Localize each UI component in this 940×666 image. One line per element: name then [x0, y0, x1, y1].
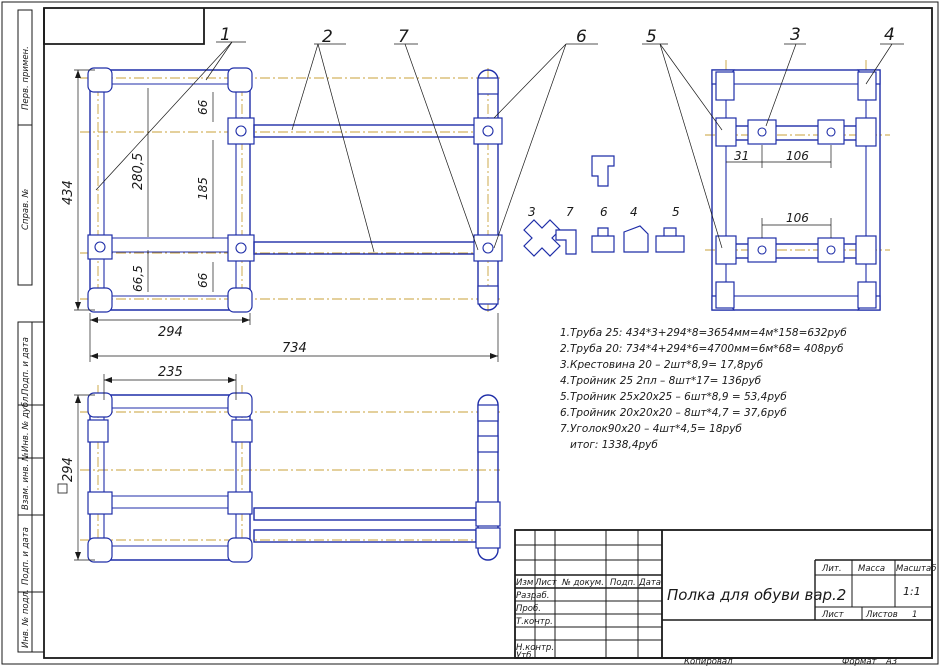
dim-280-5: 280,5 [131, 153, 146, 190]
tb-nkontr: Н.контр. [516, 643, 554, 653]
fitting-label-6: 6 [600, 205, 608, 219]
fitting-tee-20-icon [591, 227, 615, 253]
fitting-elbow-icon [555, 229, 577, 255]
callout-1: 1 [220, 25, 231, 45]
callout-6: 6 [576, 27, 587, 47]
callout-4: 4 [884, 25, 895, 45]
tb-tkontr: Т.контр. [516, 617, 553, 627]
bom-line-6: 6.Тройник 20х20х20 – 8шт*4,7 = 37,6руб [560, 407, 787, 419]
title-block: Изм Лист № докум. Подп. Дата Разраб. Про… [514, 529, 936, 666]
format-label: Формат [842, 657, 878, 666]
callout-7: 7 [398, 27, 409, 47]
tb-prov: Проб. [516, 604, 541, 614]
dim-106-bottom: 106 [786, 211, 809, 225]
square-symbol-icon [57, 483, 68, 494]
dim-66-5: 66,5 [131, 265, 145, 292]
stamp-podp-data-2: Подп. и дата [21, 527, 31, 585]
bom-line-7: 7.Уголок90х20 – 4шт*4,5= 18руб [560, 423, 742, 435]
callout-3: 3 [790, 25, 801, 45]
drawing-title: Полка для обуви вар.2 [667, 586, 846, 604]
tb-doc: № докум. [561, 578, 604, 588]
fitting-label-4: 4 [630, 205, 638, 219]
left-stamp-strip: Перв. примен. Справ. № Подп. и дата Инв.… [17, 9, 45, 653]
tb-list: Лист [534, 578, 558, 588]
dim-185: 185 [196, 177, 210, 200]
dim-294: 294 [158, 325, 183, 340]
tb-lit: Лит. [821, 564, 842, 574]
top-left-stamp [43, 8, 205, 45]
bill-of-materials: 1.Труба 25: 434*3+294*8=3654мм=4м*158=63… [560, 327, 847, 451]
dim-66-bottom: 66 [196, 272, 210, 288]
fitting-label-3: 3 [528, 205, 536, 219]
tb-izm: Изм [516, 578, 534, 588]
dim-31: 31 [734, 149, 749, 163]
dim-106-top: 106 [786, 149, 809, 163]
fitting-details: 3 7 6 4 5 [523, 155, 685, 257]
tb-razrab: Разраб. [516, 591, 549, 601]
tb-scale-value: 1:1 [903, 585, 921, 598]
fitting-tee-reduce-icon [655, 227, 685, 253]
tb-sheets-total: 1 [912, 610, 917, 620]
tb-sign: Подп. [610, 578, 636, 588]
callout-5: 5 [646, 27, 657, 47]
stamp-sprav-no: Справ. № [21, 188, 31, 230]
fitting-cross-icon [523, 219, 561, 257]
tb-scale-hdr: Масштаб [896, 564, 936, 574]
side-view: 31 106 106 [642, 43, 904, 311]
bom-line-5: 5.Тройник 25х20х25 – 6шт*8,9 = 53,4руб [560, 391, 787, 403]
tb-date: Дата [638, 578, 661, 588]
format-value: А3 [885, 657, 897, 666]
tb-utv: Утб. [516, 651, 534, 661]
fitting-label-5: 5 [672, 205, 680, 219]
bom-line-4: 4.Тройник 25 2пл – 8шт*17= 136руб [560, 375, 762, 387]
bom-total: итог: 1338,4руб [570, 439, 658, 451]
copied-label: Копировал [684, 657, 733, 666]
tb-sheets-label: Листов [865, 610, 898, 620]
dim-66-top: 66 [196, 99, 210, 115]
stamp-inv-podl: Инв. № подл. [21, 589, 31, 648]
front-view: 434 280,5 66 185 66 66,5 294 734 [61, 41, 598, 362]
dim-235: 235 [158, 365, 183, 380]
dim-434: 434 [61, 180, 76, 205]
stamp-perv-primen: Перв. примен. [21, 46, 31, 110]
callout-2: 2 [322, 27, 333, 47]
top-view: 235 294 [57, 365, 501, 565]
stamp-inv-dubl: Инв. № дубл. [21, 394, 31, 452]
dim-734: 734 [282, 341, 307, 356]
dim-294-square: 294 [61, 457, 76, 482]
bom-line-3: 3.Крестовина 20 – 2шт*8,9= 17,8руб [560, 359, 764, 371]
stamp-podp-data-1: Подп. и дата [21, 337, 31, 395]
stamp-vzam-inv: Взам. инв. № [21, 452, 31, 510]
fitting-label-7: 7 [566, 205, 574, 219]
bom-line-2: 2.Труба 20: 734*4+294*6=4700мм=6м*68= 40… [560, 343, 844, 355]
tb-sheet-label: Лист [821, 610, 845, 620]
tb-mass: Масса [858, 564, 885, 574]
bom-line-1: 1.Труба 25: 434*3+294*8=3654мм=4м*158=63… [560, 327, 847, 339]
fitting-tee-2pl-icon [623, 225, 649, 253]
